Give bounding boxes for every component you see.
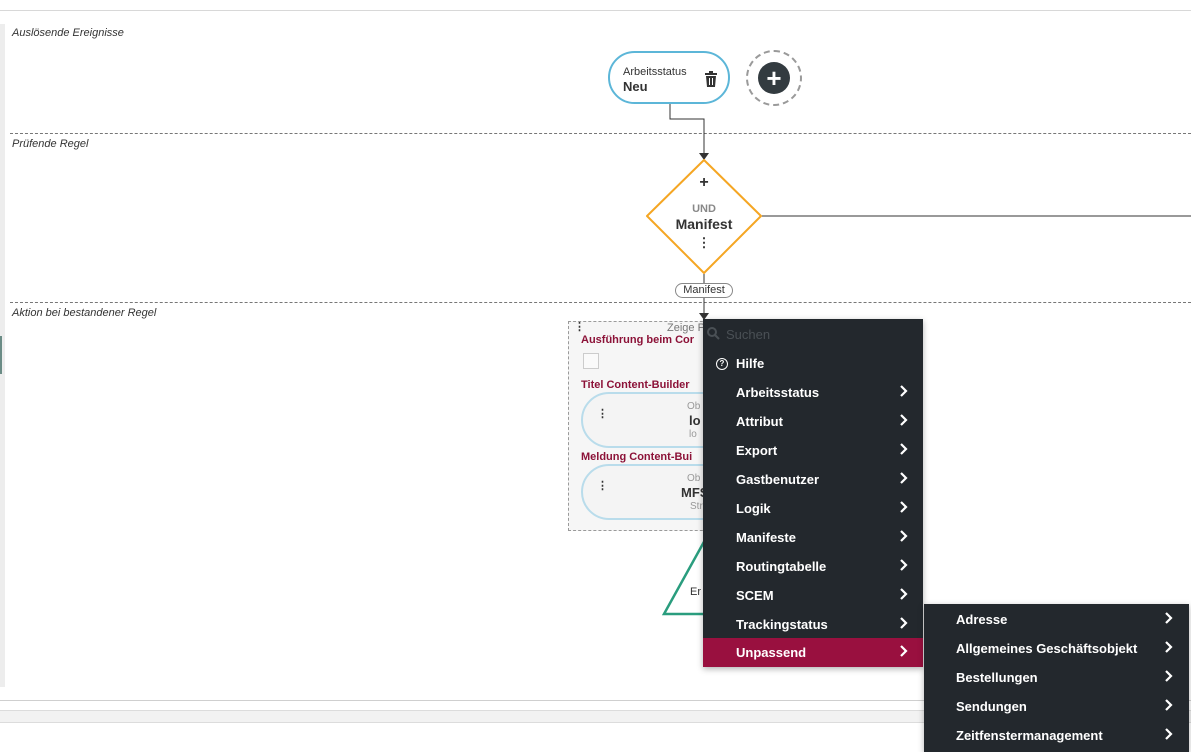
chevron-right-icon (1165, 699, 1173, 711)
top-divider (0, 10, 1191, 11)
field-label-ausfuehrung: Ausführung beim Cor (581, 334, 695, 346)
arrow-head (699, 153, 709, 160)
menu-item-export[interactable]: Export (703, 436, 923, 465)
submenu-item-sendungen[interactable]: Sendungen (924, 691, 1189, 720)
chevron-right-icon (1165, 670, 1173, 682)
menu-item-scem[interactable]: SCEM (703, 581, 923, 610)
chevron-right-icon (900, 385, 908, 397)
menu-item-attribut[interactable]: Attribut (703, 407, 923, 436)
chevron-right-icon (900, 617, 908, 629)
meldung-value-card[interactable]: ⋮ Ob MFST Str (581, 464, 717, 520)
action-title: Zeige P (667, 322, 705, 334)
action-node[interactable]: ⋮ Zeige P Ausführung beim Cor Titel Cont… (568, 321, 718, 531)
add-condition-icon[interactable]: + (699, 174, 709, 191)
section-label-action: Aktion bei bestandener Regel (12, 307, 157, 319)
titel-value-card[interactable]: ⋮ Ob lo lo (581, 392, 717, 448)
card-menu-icon[interactable]: ⋮ (597, 480, 608, 492)
menu-item-gastbenutzer[interactable]: Gastbenutzer (703, 465, 923, 494)
menu-item-label: Arbeitsstatus (736, 385, 820, 400)
submenu-item-bestellungen[interactable]: Bestellungen (924, 662, 1189, 691)
rule-menu-icon[interactable]: ⋮ (694, 236, 714, 249)
context-menu: Suchen ? Hilfe Arbeitsstatus Attribut Ex… (703, 319, 923, 667)
card-type: Ob (687, 401, 701, 412)
help-icon: ? (716, 358, 728, 370)
chevron-right-icon (1165, 641, 1173, 653)
card-subtype: Str (690, 501, 703, 512)
horizontal-scrollbar[interactable] (0, 710, 1191, 723)
rule-name: Manifest (675, 216, 733, 232)
menu-item-trackingstatus[interactable]: Trackingstatus (703, 610, 923, 639)
field-label-titel: Titel Content-Builder (581, 379, 690, 391)
end-triangle[interactable] (661, 539, 707, 616)
menu-item-label: Unpassend (736, 645, 807, 660)
card-type: Ob (687, 473, 701, 484)
rule-diamond[interactable] (646, 159, 762, 274)
chevron-right-icon (900, 588, 908, 600)
menu-item-label: Trackingstatus (736, 617, 828, 632)
chevron-right-icon (900, 501, 908, 513)
action-menu-icon[interactable]: ⋮ (574, 321, 585, 333)
connector-event-rule (669, 104, 705, 153)
section-divider (10, 133, 1191, 134)
section-label-trigger: Auslösende Ereignisse (12, 27, 124, 39)
chevron-right-icon (900, 530, 908, 542)
chevron-right-icon (900, 645, 908, 657)
event-node-arbeitsstatus[interactable]: Arbeitsstatus Neu (608, 51, 730, 104)
chevron-right-icon (900, 559, 908, 571)
menu-item-label: Logik (736, 501, 771, 516)
plus-icon: + (758, 62, 790, 94)
submenu-item-label: Bestellungen (956, 670, 1038, 685)
menu-item-hilfe[interactable]: ? Hilfe (703, 349, 923, 378)
chevron-right-icon (900, 472, 908, 484)
card-menu-icon[interactable]: ⋮ (597, 408, 608, 420)
menu-item-label: Attribut (736, 414, 783, 429)
edge-label: Manifest (675, 283, 733, 298)
event-node-label: Arbeitsstatus (623, 66, 687, 78)
search-icon (707, 327, 720, 340)
menu-item-label: SCEM (736, 588, 774, 603)
menu-item-unpassend[interactable]: Unpassend (703, 638, 923, 667)
submenu-item-adresse[interactable]: Adresse (924, 604, 1189, 633)
add-event-button[interactable]: + (746, 50, 802, 106)
field-label-meldung: Meldung Content-Bui (581, 451, 693, 463)
trash-icon[interactable] (704, 71, 718, 92)
menu-item-logik[interactable]: Logik (703, 494, 923, 523)
submenu-item-allgemeines-geschaeftsobjekt[interactable]: Allgemeines Geschäftsobjekt (924, 633, 1189, 662)
chevron-right-icon (1165, 612, 1173, 624)
rule-operator: UND (692, 203, 716, 215)
ausfuehrung-checkbox[interactable] (583, 353, 599, 369)
submenu-item-zeitfenstermanagement[interactable]: Zeitfenstermanagement (924, 720, 1189, 749)
card-value: lo (689, 413, 701, 428)
arrow-head (699, 313, 709, 320)
search-placeholder: Suchen (726, 327, 771, 342)
menu-item-label: Hilfe (736, 356, 765, 371)
menu-search[interactable]: Suchen (703, 319, 923, 349)
submenu-item-label: Sendungen (956, 699, 1027, 714)
menu-item-label: Manifeste (736, 530, 796, 545)
menu-item-manifeste[interactable]: Manifeste (703, 523, 923, 552)
menu-item-label: Gastbenutzer (736, 472, 820, 487)
left-gutter-marker (0, 336, 2, 374)
menu-item-label: Routingtabelle (736, 559, 827, 574)
submenu-item-label: Allgemeines Geschäftsobjekt (956, 641, 1138, 656)
chevron-right-icon (1165, 728, 1173, 740)
section-label-rule: Prüfende Regel (12, 138, 89, 150)
rule-menu-glyph: ⋮ (697, 235, 711, 250)
bottom-divider (0, 700, 1191, 701)
event-node-value: Neu (623, 79, 648, 94)
menu-item-label: Export (736, 443, 778, 458)
menu-item-routingtabelle[interactable]: Routingtabelle (703, 552, 923, 581)
chevron-right-icon (900, 414, 908, 426)
end-node-label: Er (690, 586, 701, 598)
menu-item-arbeitsstatus[interactable]: Arbeitsstatus (703, 378, 923, 407)
submenu-item-label: Adresse (956, 612, 1008, 627)
left-gutter (0, 24, 5, 687)
submenu-unpassend: Adresse Allgemeines Geschäftsobjekt Best… (924, 604, 1189, 752)
submenu-item-label: Zeitfenstermanagement (956, 728, 1103, 743)
chevron-right-icon (900, 443, 908, 455)
section-divider (10, 302, 1191, 303)
card-subtype: lo (689, 429, 697, 440)
